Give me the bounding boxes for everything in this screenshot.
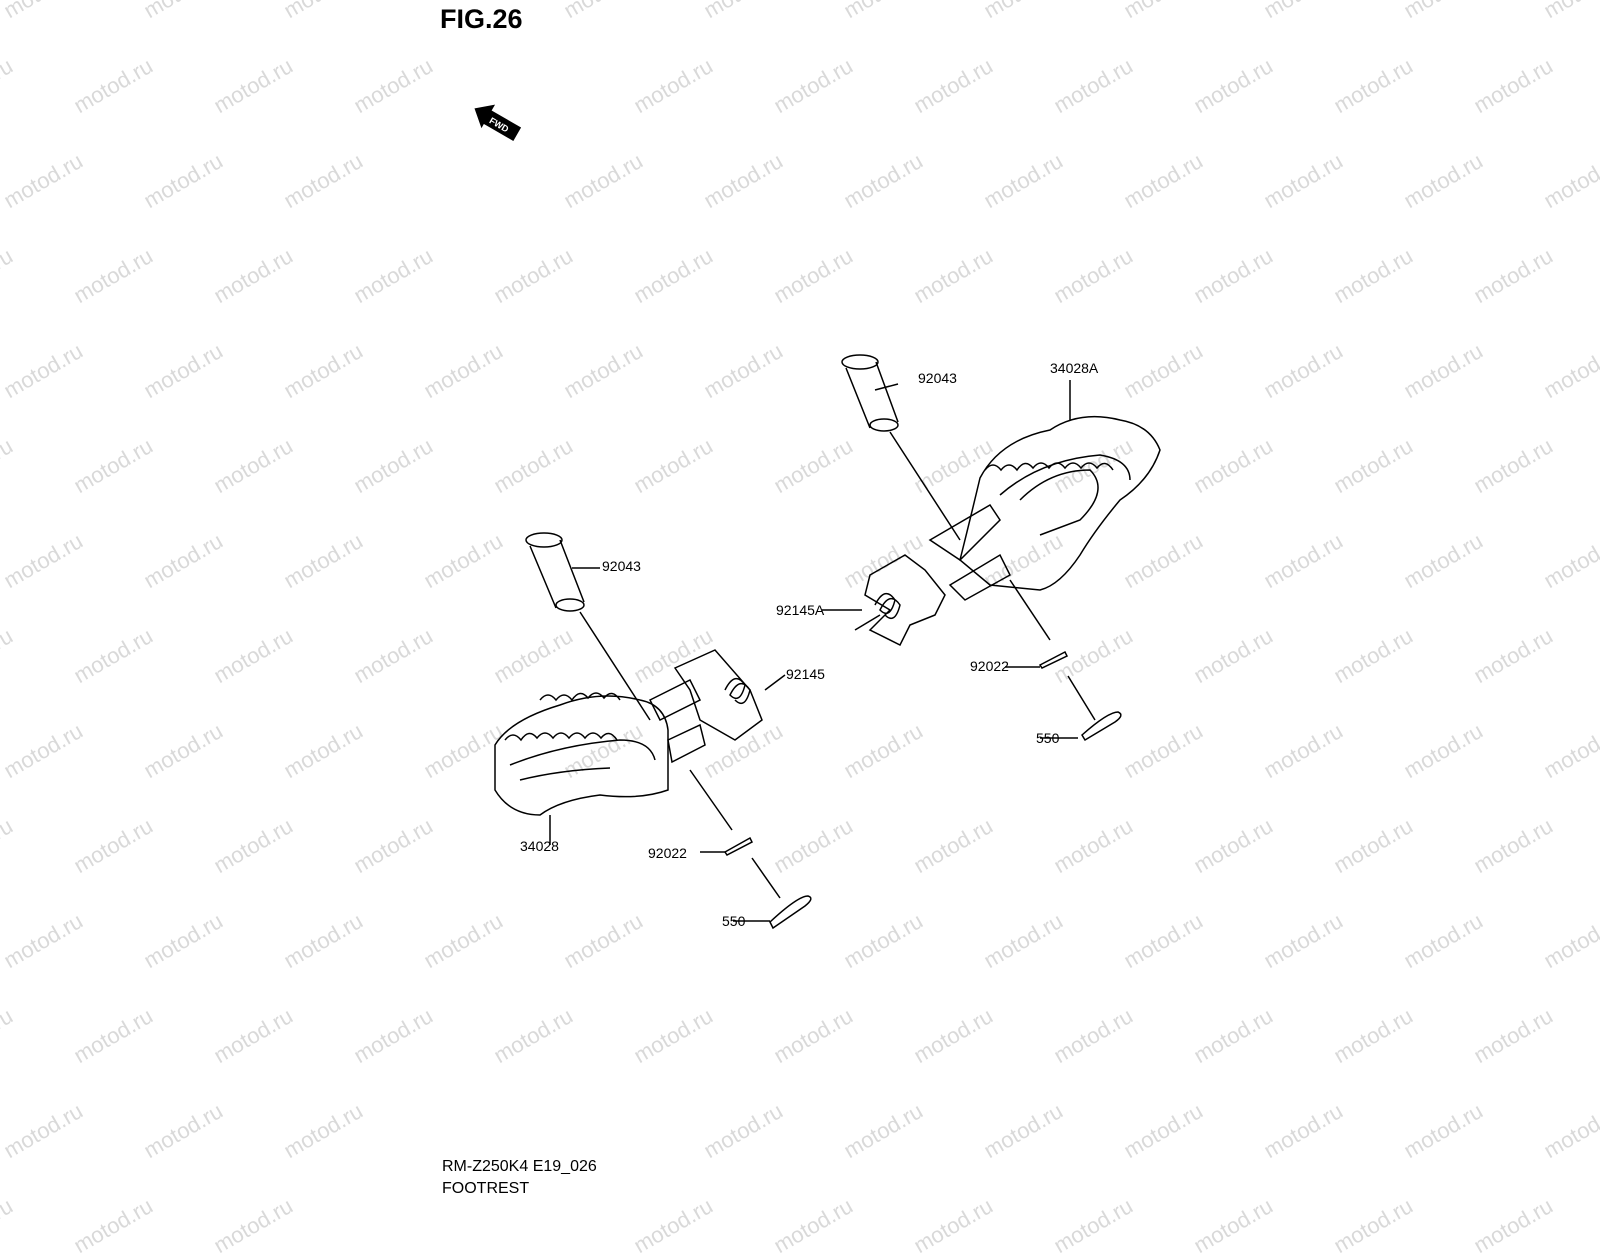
watermark-text: motod.ru [1329,1193,1418,1258]
part-label-cotter-right: 550 [1036,730,1060,746]
footrest-right [928,380,1161,601]
fwd-arrow-icon: FWD [474,104,522,141]
part-label-cotter-left: 550 [722,913,746,929]
watermark-text: motod.ru [629,1193,718,1258]
part-label-washer-left: 92022 [648,845,687,861]
pin-left [525,532,651,721]
watermark-text: motod.ru [209,1193,298,1258]
footer-caption: RM-Z250K4 E19_026 FOOTREST [442,1156,597,1200]
figure-title: FIG.26 [440,4,523,34]
pin-right [841,354,961,541]
part-label-pin-left: 92043 [602,558,641,574]
spring-left [673,649,786,741]
part-label-spring-right: 92145A [776,602,825,618]
part-label-footrest-left: 34028 [520,838,559,854]
footrest-diagram: FWD [474,104,1161,930]
watermark-text: motod.ru [769,1193,858,1258]
footrest-left [494,678,706,845]
part-label-washer-right: 92022 [970,658,1009,674]
spring-right [822,554,946,647]
section-name: FOOTREST [442,1180,530,1197]
washer-cotter-left [689,769,812,930]
watermark-text: motod.ru [909,1193,998,1258]
part-label-pin-right: 92043 [918,370,957,386]
washer-cotter-right [1005,579,1122,742]
watermark-text: motod.ru [69,1193,158,1258]
watermark-text: motod.ru [1469,1193,1558,1258]
part-label-spring-left: 92145 [786,666,825,682]
watermark-text: motod.ru [1049,1193,1138,1258]
model-code: RM-Z250K4 E19_026 [442,1158,597,1175]
watermark-text: motod.ru [0,1193,18,1258]
watermark-text: motod.ru [1189,1193,1278,1258]
part-label-footrest-right: 34028A [1050,360,1099,376]
